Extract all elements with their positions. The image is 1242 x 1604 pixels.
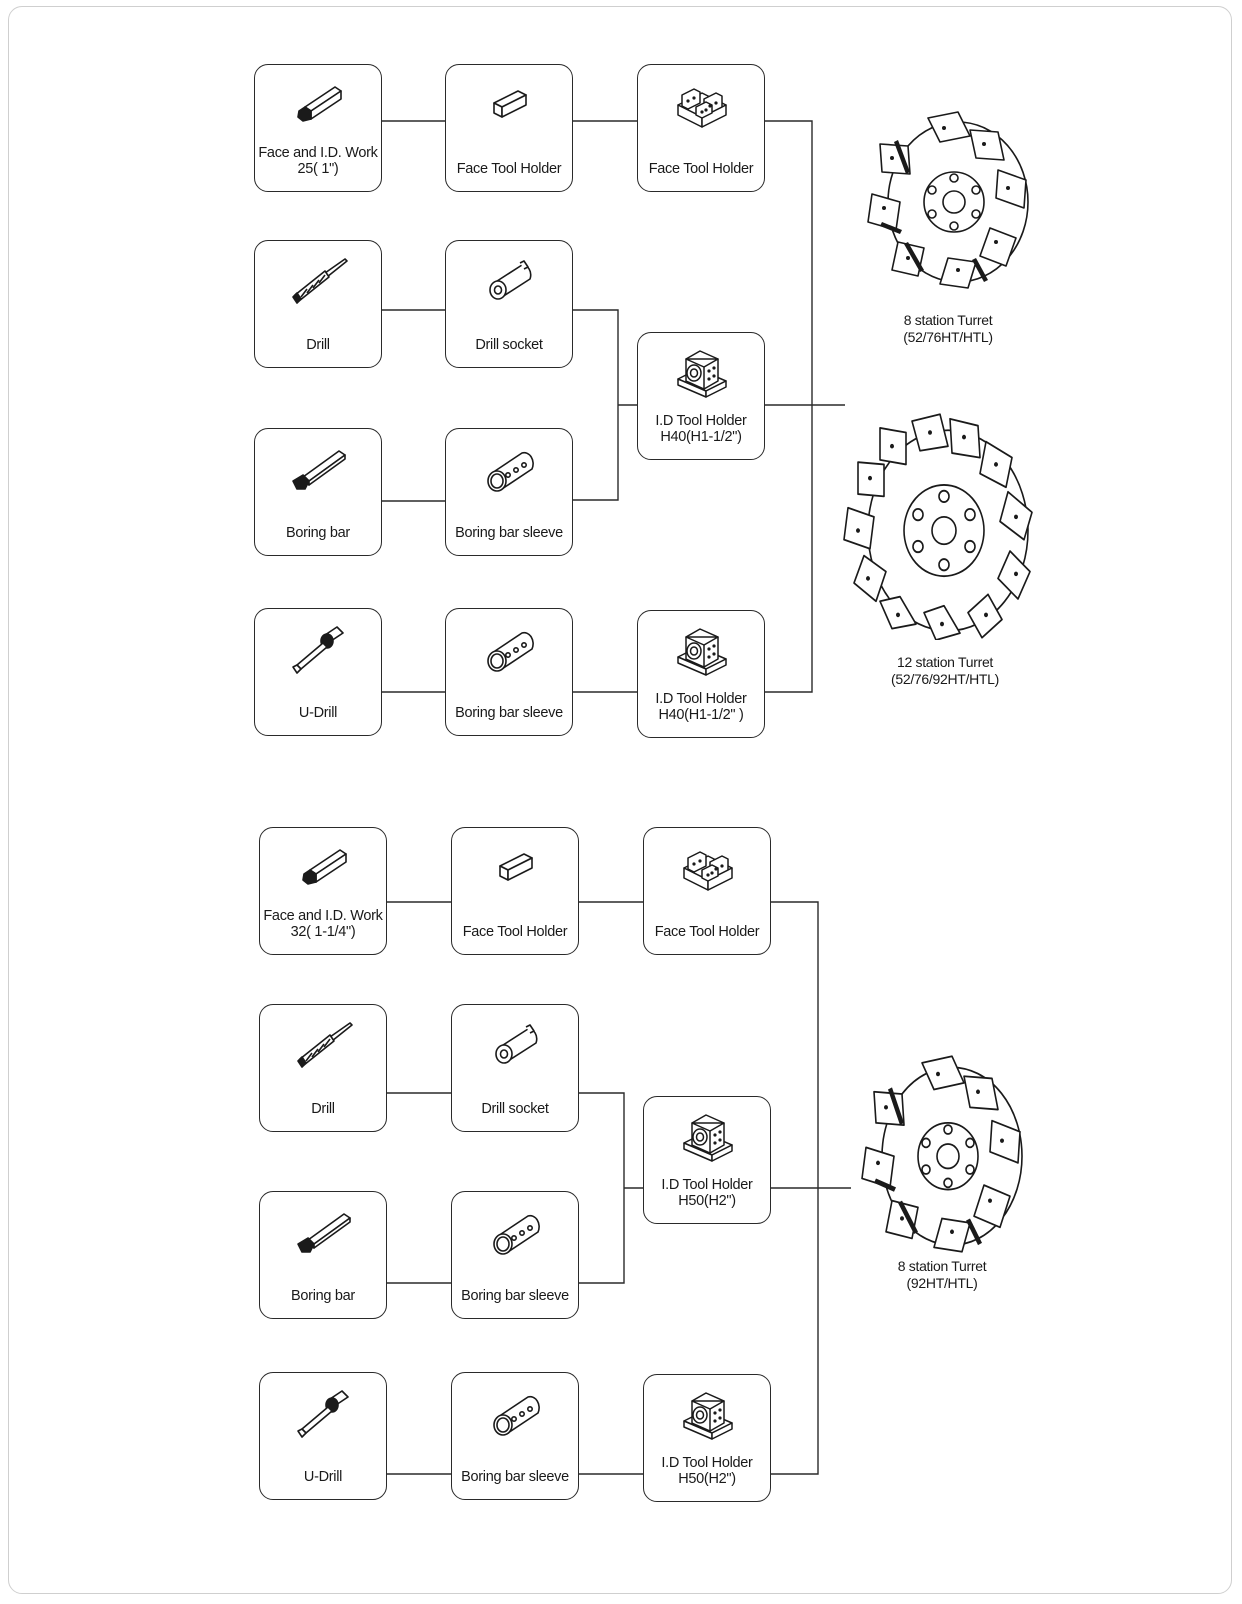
turret-8-icon: [858, 110, 1038, 290]
tool-box-drill: Drill: [254, 240, 382, 368]
holder-size-label: H40(H1-1/2" ): [638, 707, 764, 723]
turret-name: 8 station Turret: [858, 312, 1038, 329]
turret-models: (52/76/92HT/HTL): [840, 671, 1050, 688]
face-holder-icon: [672, 77, 732, 133]
drill-socket-icon: [480, 253, 540, 309]
turning-tool-icon: [289, 77, 349, 133]
adapter-label: Face Tool Holder: [446, 161, 572, 177]
adapter-label: Face Tool Holder: [452, 924, 578, 940]
holder-size-label: H40(H1-1/2"): [638, 429, 764, 445]
sleeve-icon: [480, 441, 540, 497]
holder-label: I.D Tool Holder: [638, 413, 764, 429]
tool-label: U-Drill: [255, 705, 381, 721]
drill-socket-icon: [486, 1017, 546, 1073]
adapter-label: Drill socket: [452, 1101, 578, 1117]
id-holder-icon: [678, 1109, 738, 1165]
holder-label: Face Tool Holder: [638, 161, 764, 177]
adapter-label: Boring bar sleeve: [446, 705, 572, 721]
turret-models: (52/76HT/HTL): [858, 329, 1038, 346]
tool-box-boring-bar: Boring bar: [259, 1191, 387, 1319]
turning-tool-icon: [294, 840, 354, 896]
holder-label: I.D Tool Holder: [644, 1455, 770, 1471]
tool-block-icon: [480, 77, 540, 133]
adapter-box-boring-bar-sleeve: Boring bar sleeve: [451, 1191, 579, 1319]
adapter-box-boring-bar-sleeve: Boring bar sleeve: [445, 428, 573, 556]
id-holder-icon: [672, 623, 732, 679]
tool-label: Boring bar: [260, 1288, 386, 1304]
turret-12-station-image: [840, 412, 1040, 640]
tool-size-label: 25( 1"): [255, 161, 381, 177]
tool-block-icon: [486, 840, 546, 896]
tool-label: Boring bar: [255, 525, 381, 541]
tool-label: Drill: [255, 337, 381, 353]
adapter-label: Boring bar sleeve: [452, 1288, 578, 1304]
boring-bar-icon: [289, 441, 349, 497]
id-holder-icon: [672, 345, 732, 401]
adapter-box-boring-bar-sleeve-2: Boring bar sleeve: [451, 1372, 579, 1500]
adapter-box-face-tool-holder: Face Tool Holder: [445, 64, 573, 192]
drill-icon: [294, 1017, 354, 1073]
holder-label: I.D Tool Holder: [638, 691, 764, 707]
tool-size-label: 32( 1-1/4"): [260, 924, 386, 940]
sleeve-icon: [486, 1385, 546, 1441]
adapter-box-drill-socket: Drill socket: [451, 1004, 579, 1132]
face-holder-icon: [678, 840, 738, 896]
tool-label: Drill: [260, 1101, 386, 1117]
u-drill-icon: [289, 621, 349, 677]
holder-size-label: H50(H2"): [644, 1471, 770, 1487]
adapter-label: Drill socket: [446, 337, 572, 353]
tool-box-u-drill: U-Drill: [259, 1372, 387, 1500]
tool-label: Face and I.D. Work: [260, 908, 386, 924]
turret-name: 12 station Turret: [840, 654, 1050, 671]
adapter-box-drill-socket: Drill socket: [445, 240, 573, 368]
id-holder-icon: [678, 1387, 738, 1443]
holder-box-face-tool-holder: Face Tool Holder: [643, 827, 771, 955]
holder-label: Face Tool Holder: [644, 924, 770, 940]
turret-label: 8 station Turret (52/76HT/HTL): [858, 312, 1038, 346]
tool-box-u-drill: U-Drill: [254, 608, 382, 736]
drill-icon: [289, 253, 349, 309]
adapter-label: Boring bar sleeve: [452, 1469, 578, 1485]
sleeve-icon: [480, 621, 540, 677]
turret-8-station-image: [858, 110, 1038, 290]
adapter-box-boring-bar-sleeve-2: Boring bar sleeve: [445, 608, 573, 736]
holder-size-label: H50(H2"): [644, 1193, 770, 1209]
adapter-label: Boring bar sleeve: [446, 525, 572, 541]
tool-box-boring-bar: Boring bar: [254, 428, 382, 556]
tool-label: U-Drill: [260, 1469, 386, 1485]
adapter-box-face-tool-holder: Face Tool Holder: [451, 827, 579, 955]
holder-label: I.D Tool Holder: [644, 1177, 770, 1193]
turret-8-station-image: [852, 1054, 1032, 1254]
turret-12-icon: [840, 412, 1040, 640]
holder-box-face-tool-holder: Face Tool Holder: [637, 64, 765, 192]
turret-name: 8 station Turret: [852, 1258, 1032, 1275]
tool-box-drill: Drill: [259, 1004, 387, 1132]
turret-8-icon: [852, 1054, 1032, 1254]
turret-models: (92HT/HTL): [852, 1275, 1032, 1292]
boring-bar-icon: [294, 1204, 354, 1260]
sleeve-icon: [486, 1204, 546, 1260]
tool-label: Face and I.D. Work: [255, 145, 381, 161]
turret-label: 8 station Turret (92HT/HTL): [852, 1258, 1032, 1292]
turret-label: 12 station Turret (52/76/92HT/HTL): [840, 654, 1050, 688]
u-drill-icon: [294, 1385, 354, 1441]
